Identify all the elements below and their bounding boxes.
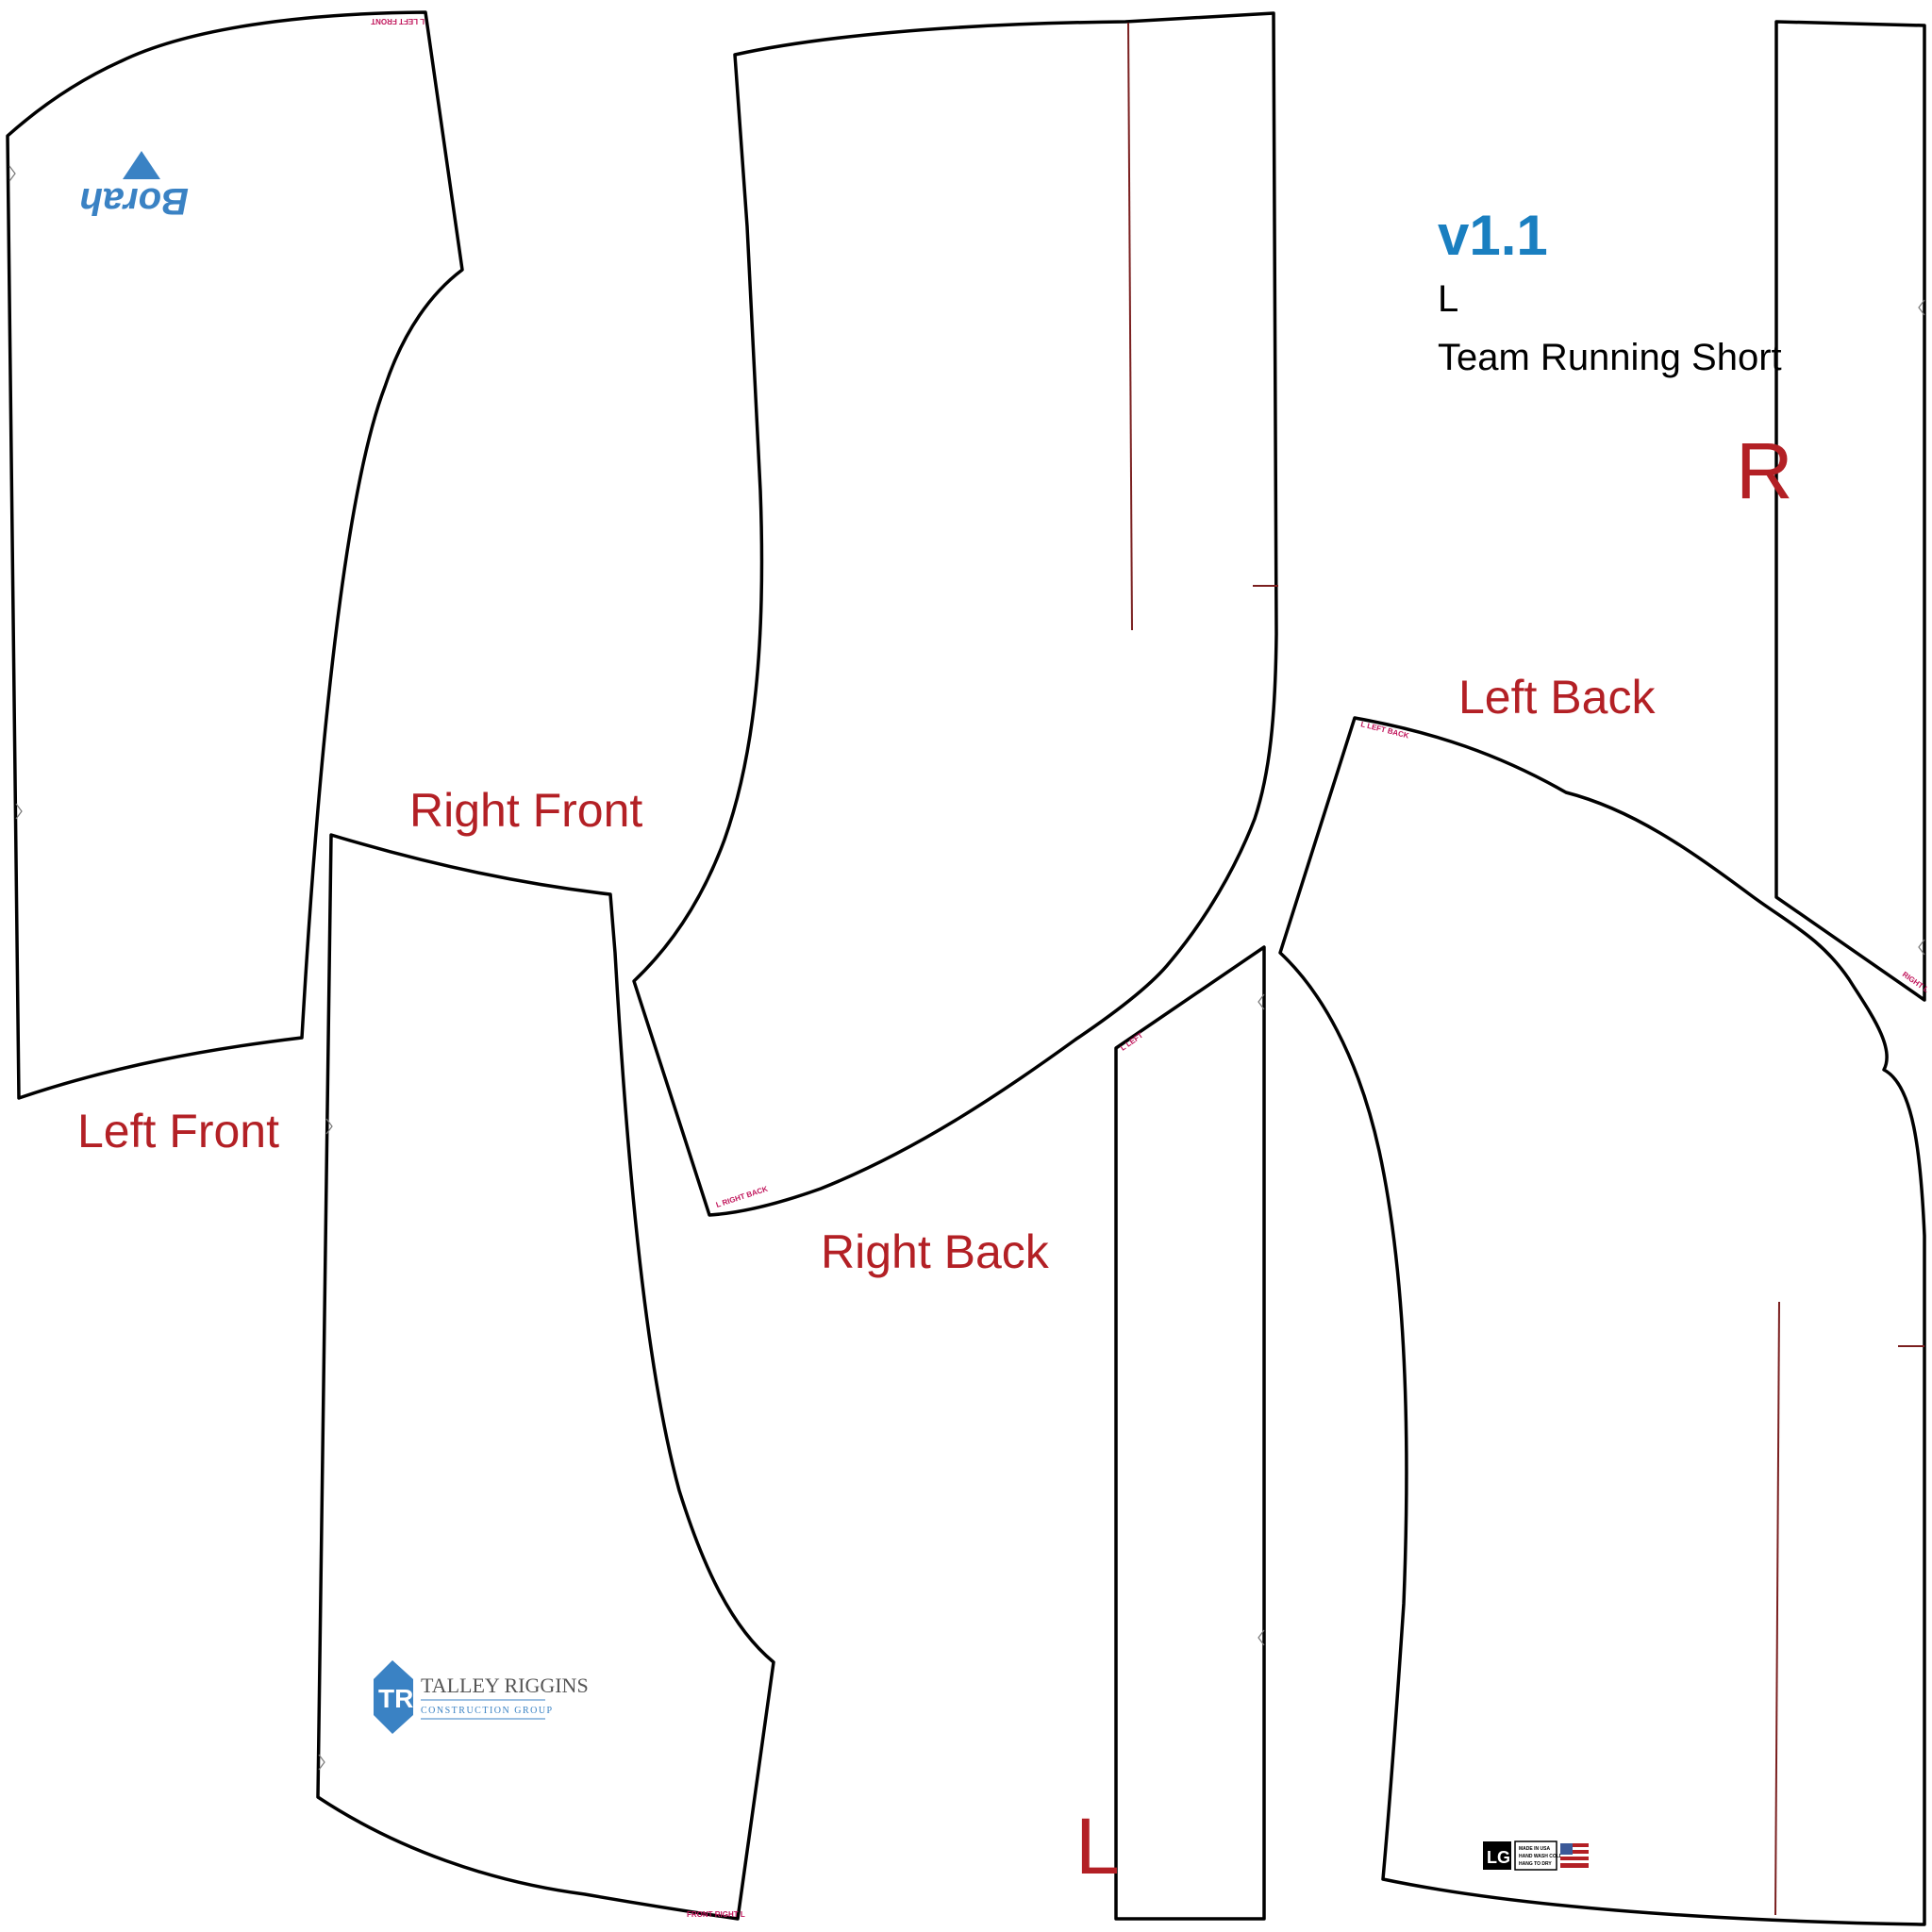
right-front-notch-1	[325, 1118, 333, 1135]
right-strip-outline	[1774, 20, 1926, 1002]
talley-riggins-mark: TR	[378, 1684, 413, 1713]
left-back-label: Left Back	[1458, 671, 1656, 724]
care-label-box	[1514, 1840, 1557, 1871]
left-back-piece[interactable]: L LEFT BACK LG MADE IN USA HAND WASH COL…	[1278, 716, 1926, 1926]
right-strip-notch-2	[1918, 939, 1925, 956]
right-front-piece[interactable]: FRONT RIGHT L TR TALLEY RIGGINS CONSTRUC…	[316, 833, 775, 1921]
talley-riggins-sub: CONSTRUCTION GROUP	[421, 1706, 554, 1716]
left-front-tag: L LEFT FRONT	[371, 17, 425, 25]
left-front-notch-1	[8, 165, 16, 182]
left-front-label: Left Front	[77, 1105, 279, 1158]
left-front-piece[interactable]: L LEFT FRONT Borah	[6, 10, 464, 1100]
spec-product: Team Running Short	[1438, 337, 1782, 378]
right-back-label: Right Back	[821, 1225, 1050, 1278]
right-front-outline	[316, 833, 775, 1921]
care-label-line-2: HAND WASH COLD	[1519, 1854, 1563, 1859]
right-strip-piece[interactable]: RIGHT L	[1774, 20, 1930, 1002]
right-front-label: Right Front	[409, 784, 642, 837]
right-front-tag: FRONT RIGHT L	[687, 1910, 745, 1919]
talley-riggins-hexagon	[374, 1660, 413, 1734]
talley-riggins-logo-icon: TR TALLEY RIGGINS CONSTRUCTION GROUP	[374, 1660, 589, 1734]
left-strip-notch-2	[1257, 1629, 1265, 1646]
spec-version: v1.1	[1438, 204, 1548, 267]
right-front-notch-2	[318, 1754, 325, 1771]
care-label-icon: LG MADE IN USA HAND WASH COLD HANG TO DR…	[1483, 1840, 1589, 1871]
care-label-size-box	[1483, 1841, 1511, 1870]
left-strip-label: L	[1075, 1802, 1120, 1890]
right-strip-notch-1	[1918, 299, 1925, 316]
left-strip-notch-1	[1257, 993, 1265, 1010]
left-strip-piece[interactable]: L LEFT	[1114, 945, 1266, 1921]
right-back-grainline	[1127, 22, 1133, 631]
right-back-piece[interactable]: L RIGHT BACK	[632, 11, 1278, 1217]
borah-logo-chevron	[123, 151, 160, 179]
borah-logo-text: Borah	[79, 180, 189, 222]
spec-size: L	[1438, 278, 1458, 320]
left-back-grainline	[1774, 1301, 1780, 1916]
left-front-outline	[6, 10, 464, 1100]
usa-flag-icon	[1560, 1843, 1589, 1868]
care-label-line-1: MADE IN USA	[1519, 1846, 1550, 1852]
right-back-outline	[632, 11, 1278, 1217]
left-front-notch-2	[15, 803, 23, 820]
left-strip-outline	[1114, 945, 1266, 1921]
care-label-line-3: HANG TO DRY	[1519, 1861, 1552, 1867]
talley-riggins-name: TALLEY RIGGINS	[421, 1674, 589, 1697]
left-back-outline	[1278, 716, 1926, 1926]
care-label-size: LG	[1487, 1848, 1510, 1867]
borah-logo-icon: Borah	[79, 151, 189, 222]
right-strip-label: R	[1736, 426, 1793, 515]
